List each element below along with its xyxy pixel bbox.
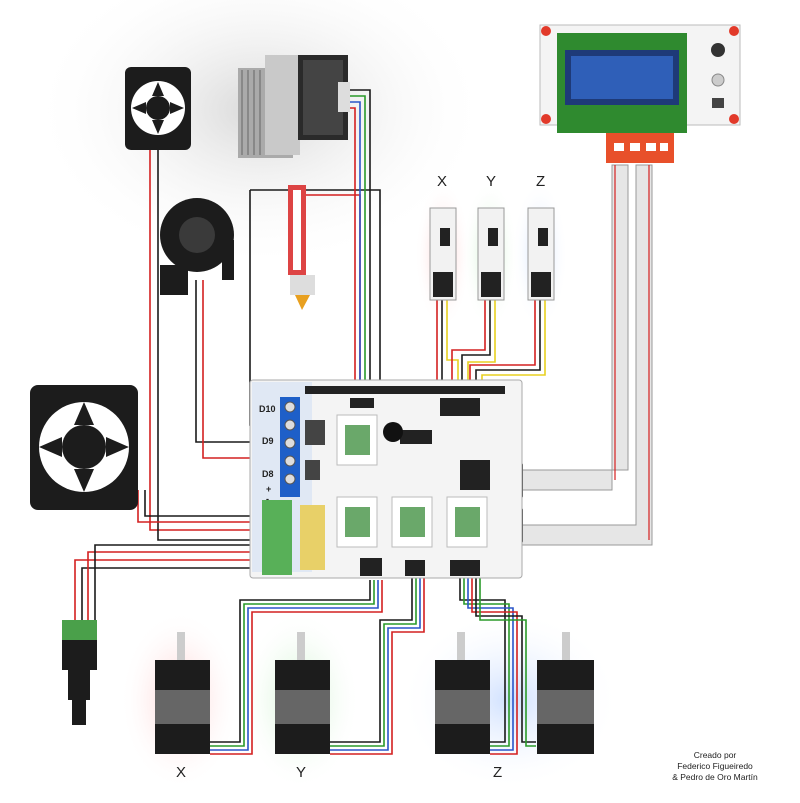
pin-label-d8: D8 bbox=[262, 469, 274, 479]
top-fan bbox=[125, 67, 191, 150]
endstop-y bbox=[477, 207, 505, 301]
motor-label-z: Z bbox=[493, 764, 503, 781]
power-jack bbox=[62, 620, 97, 725]
blower-fan bbox=[160, 198, 234, 295]
lcd-display bbox=[539, 24, 741, 163]
stepper-motor-z2 bbox=[537, 632, 594, 754]
pin-label-plus: + bbox=[266, 484, 272, 494]
hotend bbox=[288, 185, 315, 310]
credit-line-1: Creado por bbox=[693, 750, 737, 760]
endstop-x bbox=[429, 207, 457, 301]
pin-label-minus: - bbox=[266, 494, 269, 504]
driver-label-x: X bbox=[437, 173, 448, 190]
ramps-board bbox=[249, 379, 523, 579]
motor-label-y: Y bbox=[296, 764, 307, 781]
pin-label-d10: D10 bbox=[259, 404, 276, 414]
credit-line-2: Federico Figueiredo bbox=[677, 761, 753, 771]
pin-label-d9: D9 bbox=[262, 436, 274, 446]
motor-label-x: X bbox=[176, 764, 187, 781]
extruder-assembly bbox=[238, 55, 350, 158]
credit-line-3: & Pedro de Oro Martín bbox=[672, 772, 758, 782]
stepper-motor-z1 bbox=[435, 632, 490, 754]
endstop-z bbox=[527, 207, 555, 301]
large-fan bbox=[30, 385, 138, 510]
stepper-motor-y bbox=[275, 632, 330, 754]
driver-label-z: Z bbox=[536, 173, 546, 190]
driver-label-y: Y bbox=[486, 173, 497, 190]
stepper-motor-x bbox=[155, 632, 210, 754]
credit-text: Creado por Federico Figueiredo & Pedro d… bbox=[640, 750, 790, 783]
